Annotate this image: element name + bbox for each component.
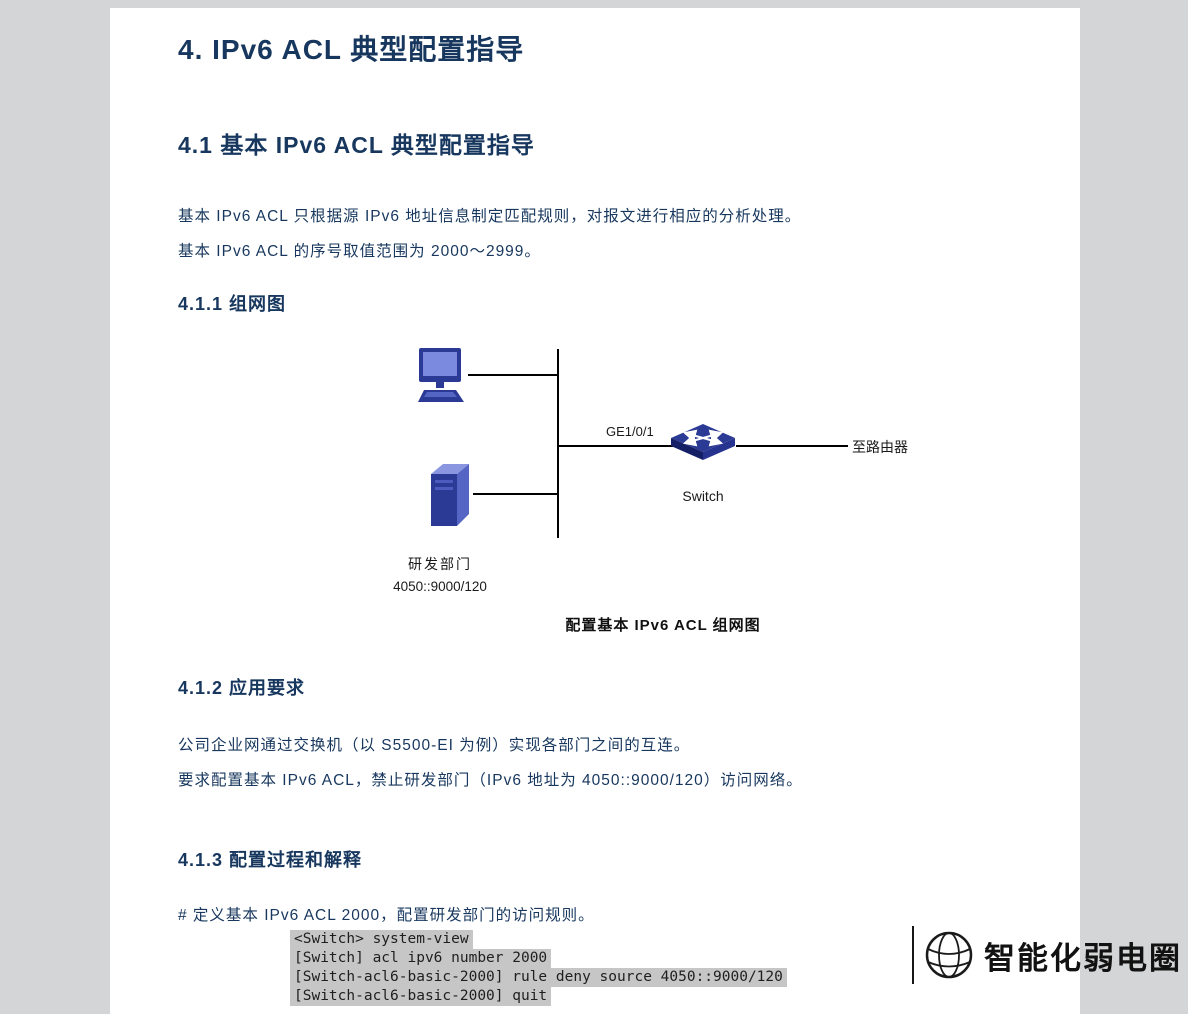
- code-line: [Switch] acl ipv6 number 2000: [290, 949, 552, 968]
- section-heading: 4.1 基本 IPv6 ACL 典型配置指导: [178, 132, 535, 158]
- paragraph-basic-acl-range: 基本 IPv6 ACL 的序号取值范围为 2000～2999。: [178, 243, 541, 260]
- subsection-heading-topology: 4.1.1 组网图: [178, 294, 287, 314]
- paragraph-requirement-2: 要求配置基本 IPv6 ACL，禁止研发部门（IPv6 地址为 4050::90…: [178, 772, 803, 789]
- document-page: 4. IPv6 ACL 典型配置指导 4.1 基本 IPv6 ACL 典型配置指…: [110, 8, 1080, 1014]
- switch-label: Switch: [682, 488, 724, 504]
- department-label: 研发部门: [408, 556, 472, 572]
- subsection-heading-config: 4.1.3 配置过程和解释: [178, 850, 363, 870]
- paragraph-basic-acl-rule: 基本 IPv6 ACL 只根据源 IPv6 地址信息制定匹配规则，对报文进行相应…: [178, 208, 802, 225]
- paragraph-requirement-1: 公司企业网通过交换机（以 S5500-EI 为例）实现各部门之间的互连。: [178, 737, 691, 754]
- to-router-label: 至路由器: [852, 439, 908, 455]
- bus-line: [557, 349, 559, 538]
- code-line: [Switch-acl6-basic-2000] rule deny sourc…: [290, 968, 787, 987]
- code-line: <Switch> system-view: [290, 930, 473, 949]
- watermark-divider: [912, 926, 914, 984]
- server-link-line: [473, 493, 558, 495]
- network-topology-diagram: GE1/0/1 至路由器 Switch 研发部门 4050::9000/120: [110, 338, 1080, 610]
- config-comment: # 定义基本 IPv6 ACL 2000，配置研发部门的访问规则。: [178, 907, 595, 924]
- figure-caption: 配置基本 IPv6 ACL 组网图: [565, 617, 761, 634]
- pc-icon: [415, 346, 471, 406]
- globe-icon: [923, 929, 975, 981]
- switch-icon: [670, 422, 736, 468]
- server-icon: [425, 460, 477, 528]
- code-line: [Switch-acl6-basic-2000] quit: [290, 987, 552, 1006]
- subsection-heading-requirements: 4.1.2 应用要求: [178, 678, 306, 698]
- department-address-label: 4050::9000/120: [393, 579, 487, 594]
- switch-router-line: [736, 445, 848, 447]
- page-title: 4. IPv6 ACL 典型配置指导: [178, 34, 525, 65]
- watermark: 智能化弱电圈: [912, 926, 1182, 984]
- code-block: <Switch> system-view [Switch] acl ipv6 n…: [290, 930, 787, 1006]
- switch-uplink-line: [559, 445, 675, 447]
- watermark-text: 智能化弱电圈: [984, 940, 1182, 976]
- pc-link-line: [468, 374, 558, 376]
- port-label: GE1/0/1: [606, 424, 654, 439]
